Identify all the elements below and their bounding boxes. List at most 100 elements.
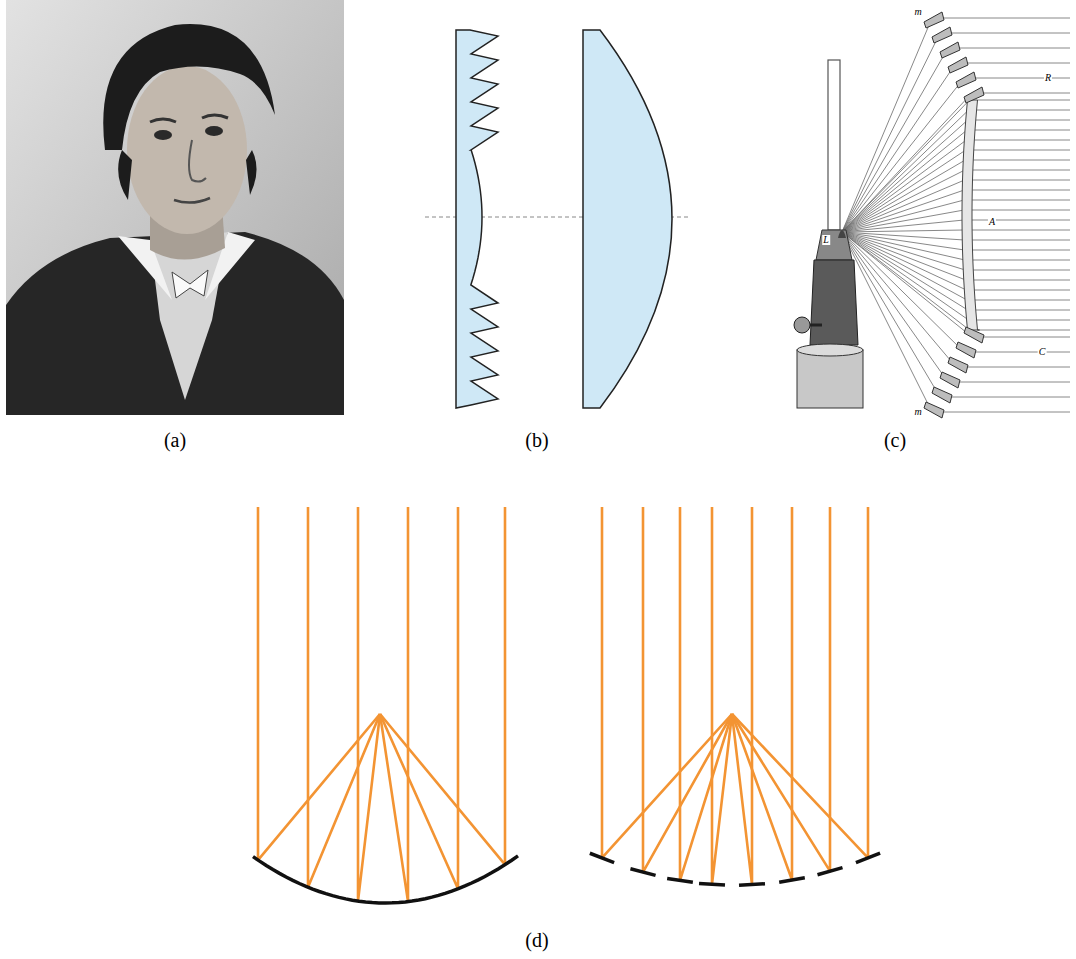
mirror-segment	[590, 853, 614, 862]
mirror-segment	[630, 869, 655, 876]
light-ray	[380, 507, 505, 865]
light-ray	[978, 330, 1070, 331]
callout-letter: A	[988, 217, 996, 227]
light-ray	[972, 200, 1070, 201]
light-ray	[974, 78, 1070, 79]
light-ray	[975, 130, 1070, 131]
light-ray	[974, 280, 1070, 281]
light-ray	[973, 250, 1070, 251]
prism	[924, 402, 944, 418]
light-ray	[942, 18, 1070, 19]
light-ray	[972, 240, 1070, 241]
light-ray	[982, 337, 1070, 338]
prism	[940, 372, 960, 388]
light-ray	[958, 382, 1070, 383]
prism	[964, 87, 984, 103]
light-ray	[732, 507, 830, 871]
light-ray	[380, 507, 458, 889]
panel-label: (b)	[525, 430, 548, 450]
light-ray	[842, 63, 956, 232]
light-ray	[842, 232, 968, 310]
lens	[962, 100, 980, 330]
light-ray	[842, 48, 948, 232]
plano-convex-lens	[583, 30, 672, 408]
light-ray	[942, 412, 1070, 413]
light-ray	[975, 300, 1070, 301]
light-ray	[842, 110, 969, 232]
light-ray	[950, 397, 1070, 398]
callout-letter: C	[1038, 347, 1047, 357]
mirror-segment	[818, 868, 843, 875]
prism	[956, 72, 976, 88]
mirror-comparison	[253, 507, 880, 903]
callout-letter: R	[1044, 73, 1052, 83]
light-ray	[732, 507, 868, 858]
light-ray	[842, 190, 964, 232]
light-ray	[966, 367, 1070, 368]
light-ray	[842, 232, 970, 330]
light-ray	[972, 210, 1070, 211]
prism	[932, 27, 952, 43]
light-ray	[972, 230, 1070, 231]
light-ray	[974, 150, 1070, 151]
fresnel-lens	[456, 30, 498, 408]
light-ray	[258, 507, 380, 860]
light-ray	[842, 120, 968, 232]
callout-letter: L	[822, 235, 830, 245]
lamp-rays	[842, 12, 1070, 418]
mirror-segment	[739, 884, 765, 886]
light-ray	[842, 160, 965, 232]
light-ray	[842, 18, 932, 232]
light-ray	[978, 100, 1070, 101]
light-ray	[842, 232, 965, 270]
prism	[956, 342, 976, 358]
light-ray	[982, 93, 1070, 94]
panel-label: (a)	[164, 430, 186, 450]
lens-cross-sections	[425, 30, 690, 408]
panel-label: (d)	[525, 930, 548, 950]
light-ray	[842, 150, 966, 232]
mirror-segment	[856, 853, 880, 863]
light-ray	[973, 160, 1070, 161]
light-ray	[976, 120, 1070, 121]
light-ray	[308, 507, 380, 887]
lamp	[794, 60, 863, 408]
prism	[924, 12, 944, 28]
light-ray	[958, 48, 1070, 49]
prism	[964, 327, 984, 343]
light-ray	[732, 507, 752, 885]
light-ray	[842, 78, 964, 232]
curved-mirror	[253, 856, 518, 903]
light-ray	[732, 507, 792, 880]
light-ray	[842, 210, 964, 232]
light-ray	[842, 232, 972, 337]
light-ray	[977, 110, 1070, 111]
prism	[932, 387, 952, 403]
prism	[948, 57, 968, 73]
light-ray	[972, 220, 1070, 221]
prism	[940, 42, 960, 58]
light-ray	[842, 220, 964, 232]
light-ray	[973, 260, 1070, 261]
prism	[948, 357, 968, 373]
light-ray	[380, 507, 408, 902]
light-ray	[973, 170, 1070, 171]
light-ray	[842, 170, 965, 232]
mirror-segment	[779, 878, 805, 882]
light-ray	[842, 93, 972, 232]
callout-letter: m	[913, 407, 922, 417]
light-ray	[977, 320, 1070, 321]
light-ray	[966, 63, 1070, 64]
light-ray	[974, 352, 1070, 353]
light-ray	[680, 507, 732, 880]
callout-letter: m	[913, 7, 922, 17]
light-ray	[842, 100, 970, 232]
light-ray	[972, 190, 1070, 191]
light-ray	[842, 232, 967, 300]
light-ray	[842, 33, 940, 232]
portrait	[6, 0, 344, 415]
mirror-segment	[667, 878, 693, 882]
panel-label: (c)	[884, 430, 906, 450]
light-ray	[712, 507, 732, 884]
